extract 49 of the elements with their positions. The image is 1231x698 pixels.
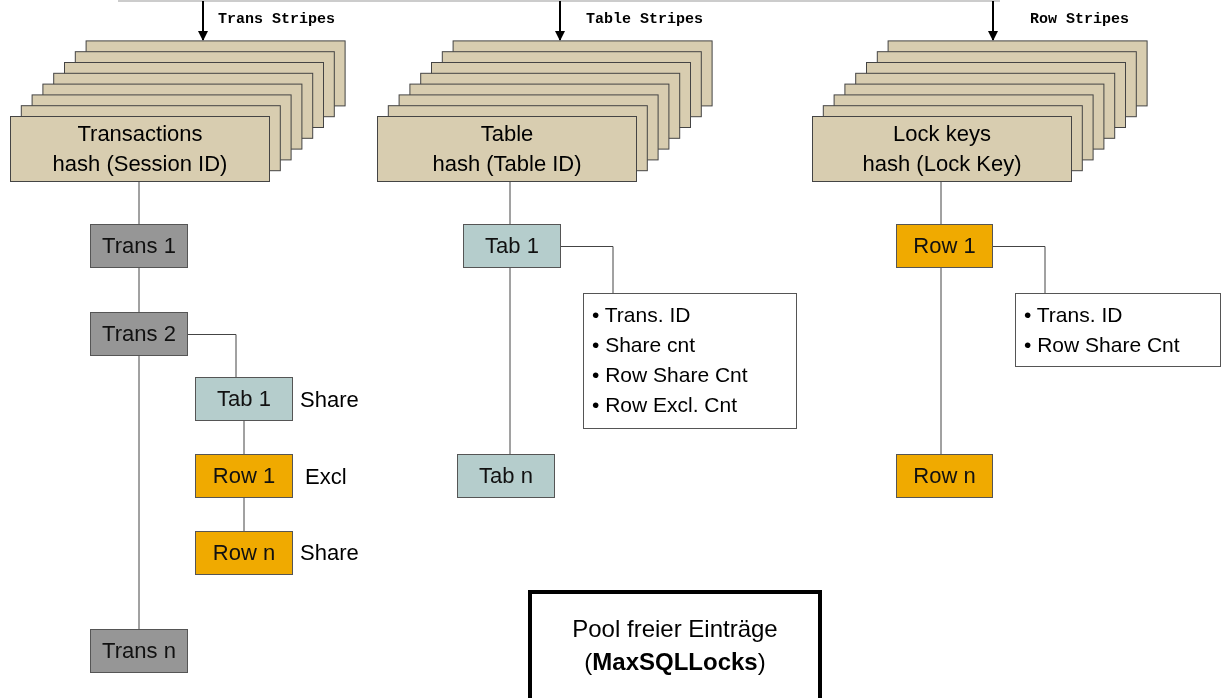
card-text: hash (Table ID)	[432, 150, 582, 178]
list-item: • Trans. ID	[1024, 302, 1124, 328]
card-stack	[377, 40, 714, 182]
card-text: Transactions	[77, 120, 203, 148]
arrow	[198, 0, 208, 41]
info-box	[1015, 293, 1221, 367]
list-item: • Row Share Cnt	[592, 362, 749, 388]
arrow	[555, 0, 565, 41]
card-text: hash (Session ID)	[52, 150, 228, 178]
connector-line	[138, 181, 140, 225]
entry-box: Trans 2	[90, 312, 188, 356]
connector-line	[138, 267, 140, 313]
entry-box: Trans 1	[90, 224, 188, 268]
entry-box: Trans n	[90, 629, 188, 673]
entry-box: Tab 1	[463, 224, 561, 268]
card-stack	[812, 40, 1148, 182]
entry-box: Row n	[195, 531, 293, 575]
entry-box: Row 1	[896, 224, 993, 268]
entry-box: Tab 1	[195, 377, 293, 421]
edge-label: Table Stripes	[584, 11, 706, 28]
connector-line	[560, 246, 614, 294]
connector-line	[509, 181, 511, 225]
entry-box: Row 1	[195, 454, 293, 498]
connector-line	[992, 246, 1046, 294]
pool-box: Pool freier Einträge (MaxSQLLocks)	[528, 590, 822, 698]
connector-line	[940, 267, 942, 455]
arrow	[988, 0, 998, 41]
entry-box: Row n	[896, 454, 993, 498]
card-text: Table	[480, 120, 534, 148]
edge-label: Trans Stripes	[216, 11, 338, 28]
connector-line	[509, 267, 511, 455]
entry-box: Tab n	[457, 454, 555, 498]
connector-line	[243, 420, 245, 455]
lock-mode-label: Share	[300, 387, 359, 413]
connector-line	[243, 497, 245, 532]
lock-mode-label: Excl	[305, 464, 347, 490]
connector-line	[187, 334, 237, 378]
list-item: • Row Excl. Cnt	[592, 392, 739, 418]
card-stack	[10, 40, 346, 182]
list-item: • Row Share Cnt	[1024, 332, 1181, 358]
card-text: hash (Lock Key)	[862, 150, 1022, 178]
card-text: Lock keys	[893, 120, 991, 148]
lock-mode-label: Share	[300, 540, 359, 566]
connector-line	[138, 355, 140, 630]
connector-line	[940, 181, 942, 225]
list-item: • Share cnt	[592, 332, 697, 358]
info-box	[583, 293, 797, 429]
edge-label: Row Stripes	[1028, 11, 1132, 28]
list-item: • Trans. ID	[592, 302, 692, 328]
